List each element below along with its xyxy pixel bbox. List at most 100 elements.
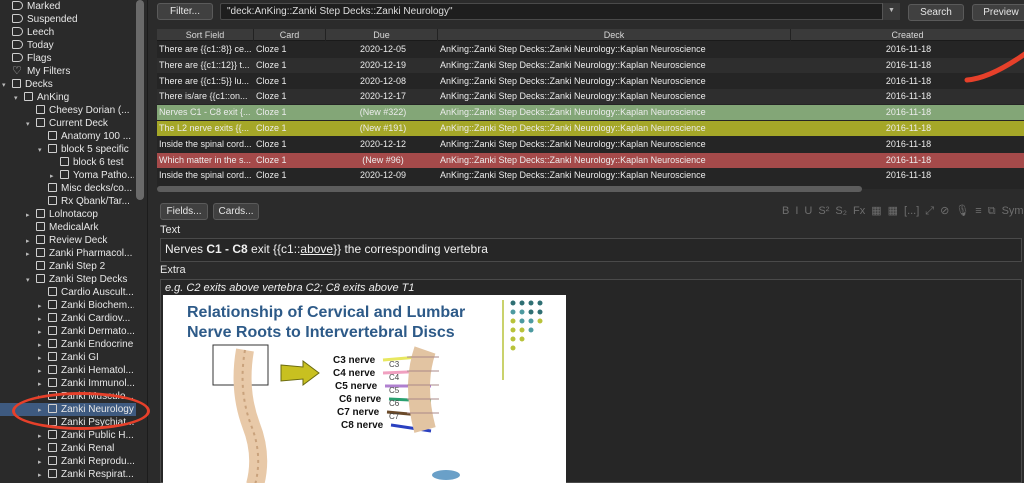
sidebar-item[interactable]: Rx Qbank/Tar... [38,195,134,208]
sidebar-item[interactable]: block 6 test [50,156,134,169]
chevron-right-icon[interactable]: ▸ [38,368,42,375]
chevron-right-icon[interactable]: ▸ [38,316,42,323]
format-icon[interactable]: I [795,205,799,217]
format-icon[interactable]: ⧉ [987,205,996,217]
sidebar-item[interactable]: ▸Zanki Public H... [38,429,134,442]
deck-icon [48,144,57,153]
chevron-right-icon[interactable]: ▸ [26,212,30,219]
sidebar-item[interactable]: ▸Zanki GI [38,351,134,364]
sidebar-item[interactable]: Today [2,39,134,52]
cell-created: 2016-11-18 [885,123,932,133]
column-created[interactable]: Created [891,30,924,40]
sidebar-item[interactable]: ▾Decks [2,78,134,91]
chevron-right-icon[interactable]: ▸ [38,355,42,362]
column-sort-field[interactable]: Sort Field [157,29,254,41]
chevron-right-icon[interactable]: ▸ [50,173,54,180]
sidebar-item[interactable]: ♡My Filters [2,65,134,78]
sidebar-item[interactable]: ▸Zanki Respirat... [38,468,134,481]
sidebar-item[interactable]: ▸Zanki Endocrine [38,338,134,351]
sidebar-item[interactable]: ▸Zanki Renal [38,442,134,455]
format-icon[interactable]: S² [818,205,830,217]
chevron-right-icon[interactable]: ▸ [38,342,42,349]
sidebar-item[interactable]: ▸Zanki Cardiov... [38,312,134,325]
format-icon[interactable]: ⤢ [925,205,935,217]
chevron-down-icon[interactable]: ▾ [26,121,30,128]
format-icon[interactable]: ▦ [871,205,882,217]
chevron-right-icon[interactable]: ▸ [38,459,42,466]
search-history-dropdown[interactable]: ▼ [882,3,900,20]
format-icon[interactable]: B [782,205,790,217]
search-input[interactable]: "deck:AnKing::Zanki Step Decks::Zanki Ne… [220,3,900,20]
sidebar-item[interactable]: ▾Zanki Step Decks [26,273,134,286]
sidebar-item[interactable]: ▸Zanki Hematol... [38,364,134,377]
format-icon[interactable]: ⊘ [940,205,950,217]
format-icon[interactable]: U [804,205,813,217]
format-icon[interactable]: S₂ [835,205,847,217]
format-icon[interactable]: ≡ [975,205,982,217]
sidebar-item[interactable]: ▾AnKing [14,91,134,104]
sidebar-item[interactable]: Zanki Step 2 [26,260,134,273]
sidebar-item[interactable]: Leech [2,26,134,39]
table-horizontal-scrollbar[interactable] [157,186,862,192]
sidebar-item[interactable]: Cardio Auscult... [38,286,134,299]
sidebar-item[interactable]: Suspended [2,13,134,26]
deck-icon [36,274,45,283]
search-button[interactable]: Search [908,4,964,21]
column-deck[interactable]: Deck [438,29,791,41]
cards-button[interactable]: Cards... [213,203,259,220]
table-row[interactable]: Nerves C1 - C8 exit {...Cloze 1(New #322… [157,105,1024,121]
fields-button[interactable]: Fields... [160,203,208,220]
sidebar-item[interactable]: ▾Current Deck [26,117,134,130]
sidebar-item[interactable]: ▸Lolnotacop [26,208,134,221]
sidebar-item[interactable]: Misc decks/co... [38,182,134,195]
chevron-right-icon[interactable]: ▸ [38,472,42,479]
chevron-right-icon[interactable]: ▸ [26,238,30,245]
format-icon[interactable]: ▦ [887,205,899,217]
vertebra-label: C3 [389,360,400,369]
table-row[interactable]: The L2 nerve exits {{...Cloze 1(New #191… [157,121,1024,136]
chevron-down-icon[interactable]: ▾ [2,82,6,89]
sidebar-item[interactable]: ▸Zanki Reprodu... [38,455,134,468]
sidebar-scrollbar[interactable] [136,0,144,200]
sidebar-item[interactable]: ▸Zanki Dermato... [38,325,134,338]
sidebar-item[interactable]: ▸Zanki Biochem... [38,299,134,312]
chevron-right-icon[interactable]: ▸ [38,433,42,440]
chevron-right-icon[interactable]: ▸ [26,251,30,258]
format-icon[interactable]: [...] [904,205,920,217]
chevron-down-icon[interactable]: ▾ [14,95,18,102]
chevron-right-icon[interactable]: ▸ [38,329,42,336]
chevron-down-icon[interactable]: ▾ [26,277,30,284]
cell-deck: AnKing::Zanki Step Decks::Zanki Neurolog… [440,59,706,70]
text-field[interactable]: Nerves C1 - C8 exit {{c1::above}} the co… [160,238,1022,262]
chevron-right-icon[interactable]: ▸ [38,303,42,310]
sidebar-item[interactable]: Marked [2,0,134,13]
chevron-right-icon[interactable]: ▸ [38,381,42,388]
sidebar-item[interactable]: ▾block 5 specific [38,143,134,156]
format-icon[interactable]: Sym [1001,205,1024,217]
filter-button[interactable]: Filter... [157,3,213,20]
format-icon[interactable]: 🎙 [955,205,970,217]
column-card[interactable]: Card [254,29,326,41]
sidebar-item[interactable]: ▸Review Deck [26,234,134,247]
sidebar-item[interactable]: ▸Yoma Patho... [50,169,134,182]
sidebar-item[interactable]: ▸Zanki Pharmacol... [26,247,134,260]
sidebar-item[interactable]: Flags [2,52,134,65]
sidebar-item[interactable]: Anatomy 100 ... [38,130,134,143]
sidebar-item[interactable]: MedicalArk [26,221,134,234]
format-icon[interactable]: Fx [852,205,866,217]
sidebar-item[interactable]: Cheesy Dorian (... [26,104,134,117]
cell-created: 2016-11-18 [885,154,932,165]
sidebar-item-label: Cardio Auscult... [61,287,134,298]
chevron-down-icon[interactable]: ▾ [38,147,42,154]
table-row[interactable]: Which matter in the s...Cloze 1(New #96)… [157,152,1024,168]
preview-button[interactable]: Preview [972,4,1024,21]
column-due[interactable]: Due [326,29,438,41]
sidebar-item[interactable]: ▸Zanki Immunol... [38,377,134,390]
chevron-right-icon[interactable]: ▸ [38,446,42,453]
